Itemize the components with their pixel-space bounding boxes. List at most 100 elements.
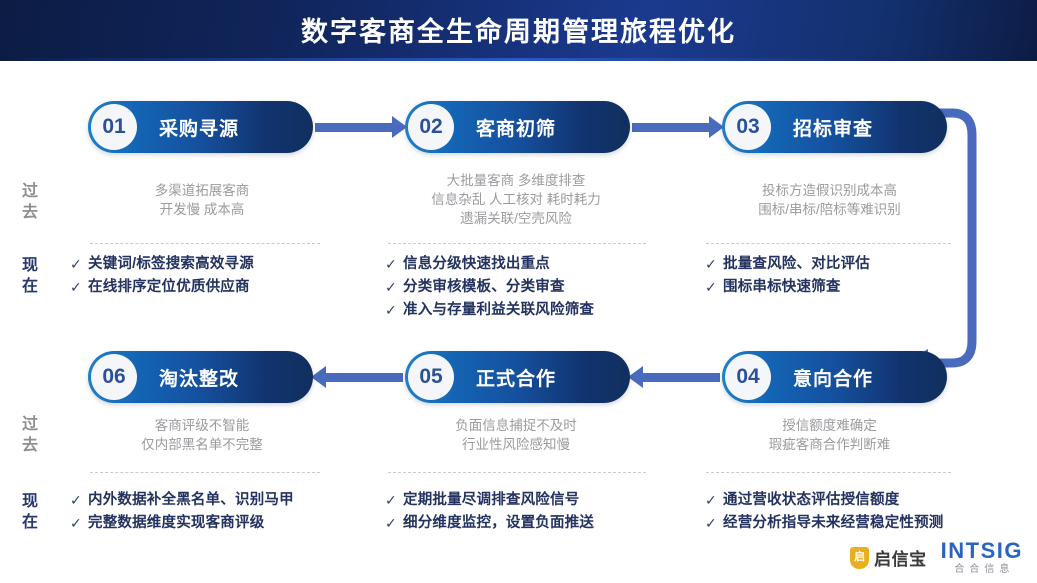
list-item: ✓ 分类审核模板、分类审查: [385, 278, 594, 297]
step-badge-06[interactable]: 06 淘汰整改: [88, 351, 313, 403]
step-label-01: 采购寻源: [159, 118, 240, 140]
step-badge-02[interactable]: 02 客商初筛: [405, 101, 630, 153]
intsig-subtitle: 合合信息: [954, 564, 1015, 575]
step-number-circle-06: 06: [91, 354, 137, 400]
now-text: 围标串标快速筛查: [723, 279, 841, 295]
list-item: ✓ 在线排序定位优质供应商: [70, 278, 254, 297]
past-text-02: 大批量客商 多维度排查 信息杂乱 人工核对 耗时耗力 遗漏关联/空壳风险: [392, 171, 640, 228]
now-list-04: ✓ 通过营收状态评估授信额度 ✓ 经营分析指导未来经营稳定性预测: [705, 491, 944, 537]
divider-02: [388, 243, 646, 244]
step-badge-03[interactable]: 03 招标审查: [722, 101, 947, 153]
page-title: 数字客商全生命周期管理旅程优化: [301, 16, 736, 47]
check-icon: ✓: [705, 256, 717, 272]
row-label-past-top: 过去: [22, 181, 62, 223]
now-text: 准入与存量利益关联风险筛查: [403, 302, 595, 318]
row-label-past-bottom-chars: 过去: [22, 416, 39, 454]
now-list-02: ✓ 信息分级快速找出重点 ✓ 分类审核模板、分类审查 ✓ 准入与存量利益关联风险…: [385, 255, 594, 324]
past-text-06: 客商评级不智能 仅内部黑名单不完整: [88, 416, 316, 454]
past-line: 行业性风险感知慢: [462, 437, 570, 452]
check-icon: ✓: [705, 492, 717, 508]
past-line: 瑕疵客商合作判断难: [768, 437, 891, 452]
past-line: 遗漏关联/空壳风险: [460, 211, 572, 226]
divider-01: [90, 243, 320, 244]
divider-03: [706, 243, 951, 244]
step-number-05: 05: [419, 365, 443, 388]
row-label-now-bottom-chars: 现在: [22, 493, 39, 531]
step-label-06: 淘汰整改: [159, 368, 240, 390]
step-badge-01[interactable]: 01 采购寻源: [88, 101, 313, 153]
now-text: 经营分析指导未来经营稳定性预测: [723, 515, 944, 531]
step-number-circle-05: 05: [408, 354, 454, 400]
check-icon: ✓: [385, 302, 397, 318]
step-number-02: 02: [419, 115, 443, 138]
row-label-now-top: 现在: [22, 255, 62, 297]
now-text: 通过营收状态评估授信额度: [723, 492, 900, 508]
now-text: 完整数据维度实现客商评级: [88, 515, 265, 531]
page-header: 数字客商全生命周期管理旅程优化: [0, 0, 1037, 58]
past-line: 仅内部黑名单不完整: [141, 437, 263, 452]
divider-04: [706, 472, 951, 473]
past-text-04: 授信额度难确定 瑕疵客商合作判断难: [712, 416, 947, 454]
past-text-03: 投标方造假识别成本高 围标/串标/陪标等难识别: [712, 181, 947, 219]
past-line: 大批量客商 多维度排查: [446, 173, 586, 188]
step-number-circle-01: 01: [91, 104, 137, 150]
arrow-04-to-05: [628, 366, 720, 388]
journey-diagram: 01 采购寻源 02 客商初筛 03 招标审查 过去 多渠道拓展客商 开发慢 成…: [0, 61, 1037, 583]
list-item: ✓ 信息分级快速找出重点: [385, 255, 594, 274]
now-text: 信息分级快速找出重点: [403, 256, 550, 272]
list-item: ✓ 细分维度监控，设置负面推送: [385, 514, 594, 533]
now-list-05: ✓ 定期批量尽调排查风险信号 ✓ 细分维度监控，设置负面推送: [385, 491, 594, 537]
now-text: 定期批量尽调排查风险信号: [403, 492, 580, 508]
header-underline: [0, 58, 1037, 61]
list-item: ✓ 关键词/标签搜索高效寻源: [70, 255, 254, 274]
past-line: 客商评级不智能: [154, 418, 250, 433]
check-icon: ✓: [385, 515, 397, 531]
intsig-name: INTSIG: [940, 538, 1023, 563]
list-item: ✓ 内外数据补全黑名单、识别马甲: [70, 491, 294, 510]
past-line: 投标方造假识别成本高: [762, 183, 897, 198]
list-item: ✓ 围标串标快速筛查: [705, 278, 870, 297]
step-label-05: 正式合作: [476, 368, 557, 390]
past-text-05: 负面信息捕捉不及时 行业性风险感知慢: [392, 416, 640, 454]
shield-icon-glyph: 启: [854, 551, 866, 563]
past-line: 围标/串标/陪标等难识别: [758, 202, 901, 217]
step-badge-05[interactable]: 05 正式合作: [405, 351, 630, 403]
row-label-now-bottom: 现在: [22, 491, 62, 533]
check-icon: ✓: [385, 256, 397, 272]
check-icon: ✓: [70, 256, 82, 272]
list-item: ✓ 批量查风险、对比评估: [705, 255, 870, 274]
row-label-now-top-chars: 现在: [22, 257, 39, 295]
step-number-01: 01: [102, 115, 126, 138]
now-text: 在线排序定位优质供应商: [88, 279, 250, 295]
now-text: 关键词/标签搜索高效寻源: [88, 256, 254, 272]
now-text: 内外数据补全黑名单、识别马甲: [88, 492, 294, 508]
arrow-05-to-06: [311, 366, 403, 388]
intsig-logo: INTSIG 合合信息: [941, 540, 1023, 575]
list-item: ✓ 经营分析指导未来经营稳定性预测: [705, 514, 944, 533]
step-number-circle-04: 04: [725, 354, 771, 400]
check-icon: ✓: [70, 492, 82, 508]
now-text: 细分维度监控，设置负面推送: [403, 515, 595, 531]
step-badge-04[interactable]: 04 意向合作: [722, 351, 947, 403]
footer-logos: 启 启信宝 INTSIG 合合信息: [850, 540, 1023, 575]
step-number-circle-03: 03: [725, 104, 771, 150]
now-list-03: ✓ 批量查风险、对比评估 ✓ 围标串标快速筛查: [705, 255, 870, 301]
step-number-04: 04: [736, 365, 760, 388]
past-line: 多渠道拓展客商: [154, 183, 250, 198]
check-icon: ✓: [70, 279, 82, 295]
arrow-01-to-02: [315, 116, 407, 138]
now-list-06: ✓ 内外数据补全黑名单、识别马甲 ✓ 完整数据维度实现客商评级: [70, 491, 294, 537]
list-item: ✓ 完整数据维度实现客商评级: [70, 514, 294, 533]
list-item: ✓ 通过营收状态评估授信额度: [705, 491, 944, 510]
step-number-06: 06: [102, 365, 126, 388]
check-icon: ✓: [705, 515, 717, 531]
row-label-past-top-char1: 过去: [22, 183, 39, 221]
now-text: 批量查风险、对比评估: [723, 256, 870, 272]
past-line: 负面信息捕捉不及时: [455, 418, 577, 433]
divider-05: [388, 472, 646, 473]
list-item: ✓ 准入与存量利益关联风险筛查: [385, 301, 594, 320]
step-number-03: 03: [736, 115, 760, 138]
step-number-circle-02: 02: [408, 104, 454, 150]
past-line: 信息杂乱 人工核对 耗时耗力: [431, 192, 601, 207]
past-text-01: 多渠道拓展客商 开发慢 成本高: [88, 181, 316, 219]
